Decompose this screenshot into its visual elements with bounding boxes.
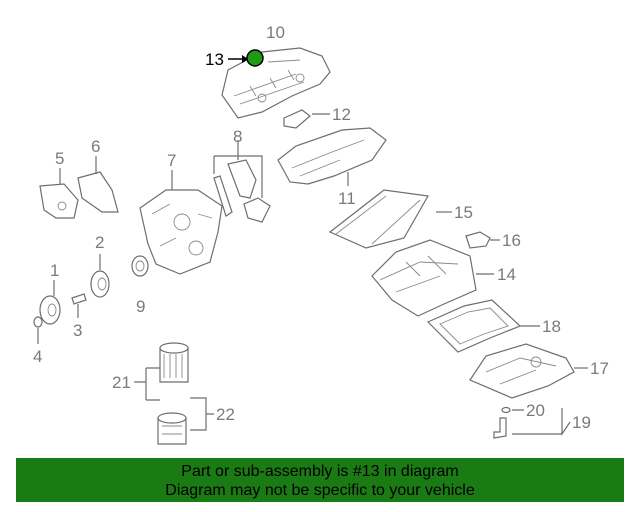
part-3-bolt[interactable] [71, 293, 87, 318]
banner-line-2: Diagram may not be specific to your vehi… [165, 482, 475, 499]
part-4-key[interactable] [33, 316, 43, 344]
callout-10: 10 [266, 23, 285, 42]
callout-6: 6 [91, 137, 100, 156]
callout-3: 3 [73, 321, 82, 340]
callout-5: 5 [55, 149, 64, 168]
callout-18: 18 [542, 317, 561, 336]
part-9-seal[interactable] [131, 255, 149, 277]
callout-14: 14 [497, 265, 516, 284]
callout-15: 15 [454, 203, 473, 222]
part-13-oil-filler-cap[interactable] [228, 49, 264, 67]
callout-12: 12 [332, 105, 351, 124]
banner-line-1: Part or sub-assembly is #13 in diagram [181, 463, 459, 480]
callout-22: 22 [216, 405, 235, 424]
callout-4: 4 [33, 347, 42, 366]
callout-11: 11 [338, 189, 356, 208]
part-8-guides[interactable] [213, 140, 271, 223]
part-7-timing-cover[interactable] [139, 170, 223, 275]
part-18-gasket[interactable] [426, 299, 540, 353]
info-banner: Part or sub-assembly is #13 in diagram D… [16, 458, 624, 502]
part-5-cover[interactable] [39, 168, 79, 219]
part-2-pulley[interactable] [90, 254, 110, 298]
part-22-filter-housing[interactable] [157, 397, 214, 445]
callout-13: 13 [205, 50, 224, 69]
callout-1: 1 [50, 261, 59, 280]
callout-7: 7 [167, 151, 176, 170]
part-14-oil-pan[interactable] [371, 239, 494, 317]
callout-9: 9 [136, 297, 145, 316]
callout-2: 2 [95, 233, 104, 252]
callout-20: 20 [526, 401, 545, 420]
parts-diagram: 1 2 3 4 5 6 7 8 9 10 11 12 13 14 15 16 1… [33, 23, 609, 445]
callout-21: 21 [112, 373, 131, 392]
part-15-gasket-sheet[interactable] [328, 189, 452, 249]
callout-8: 8 [233, 127, 242, 146]
part-10-valve-cover[interactable] [221, 47, 331, 119]
part-12-gasket[interactable] [283, 109, 330, 129]
part-19-20-dipstick[interactable] [493, 406, 571, 439]
callout-16: 16 [502, 231, 521, 250]
callout-19: 19 [572, 413, 591, 432]
part-11-valve-cover-gasket[interactable] [277, 127, 387, 186]
callout-17: 17 [590, 359, 609, 378]
part-21-oil-filter[interactable] [134, 342, 189, 401]
part-6-cover[interactable] [77, 156, 119, 213]
part-17-lower-oil-pan[interactable] [469, 343, 588, 399]
part-1-damper[interactable] [39, 280, 61, 325]
part-16-sensor[interactable] [465, 231, 500, 249]
